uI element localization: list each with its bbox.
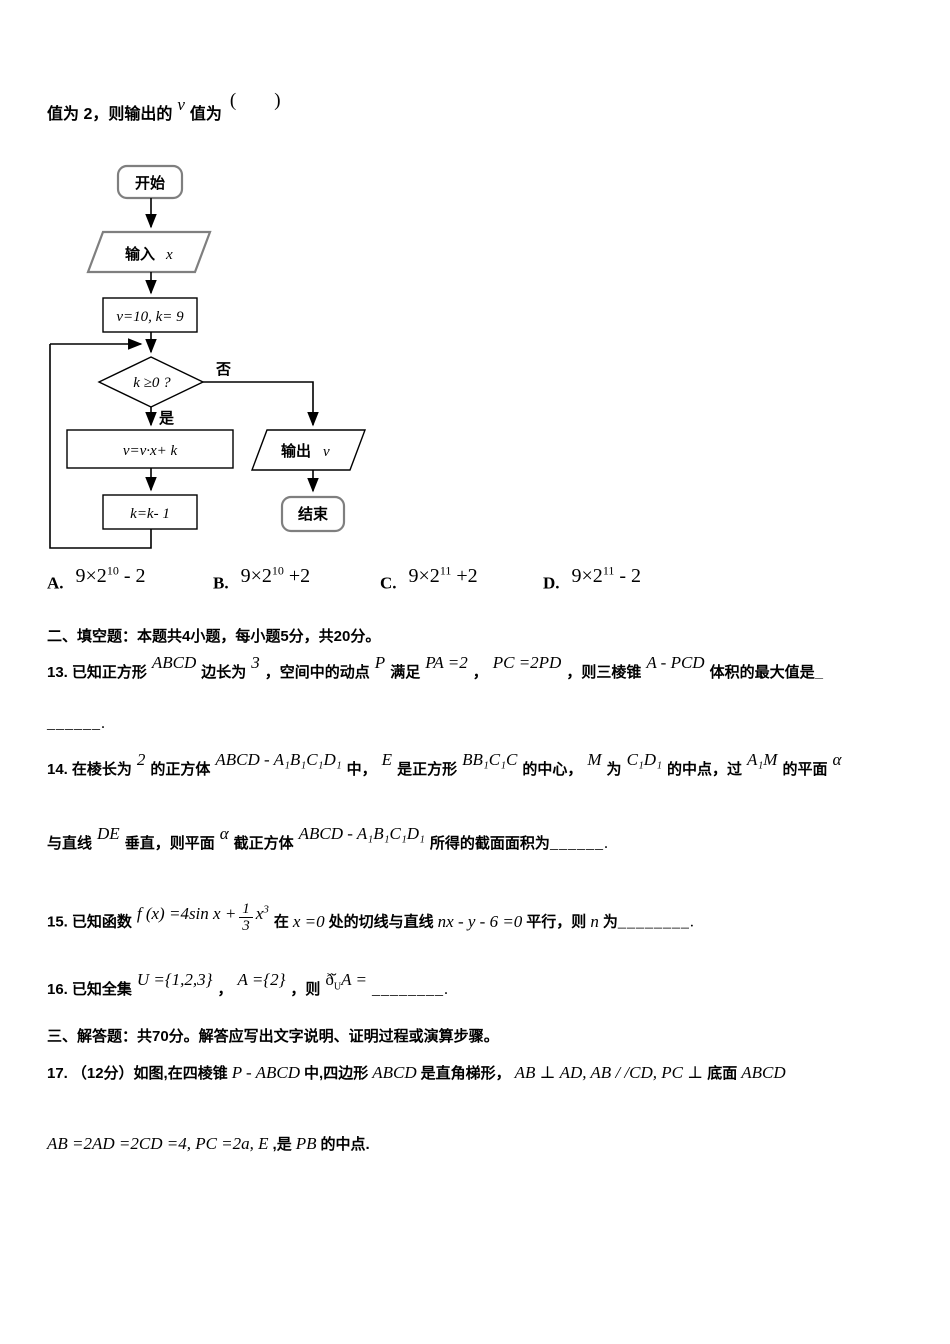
section-fill-heading: 二、填空题：本题共4小题，每小题5分，共20分。 <box>47 628 381 645</box>
stem-text-post: 值为 <box>189 106 222 123</box>
input-variable: x <box>165 247 173 263</box>
complement-expression: ð̆UA = <box>325 970 367 993</box>
option-c: C. 9×211 +2 <box>380 563 478 595</box>
question-12-stem: 值为 2，则输出的v值为 ( ) <box>47 90 281 126</box>
option-b-formula: 9×210 +2 <box>240 563 311 587</box>
question-14-line2: 与直线DE垂直，则平面α截正方体ABCD - A₁B₁C₁D₁所得的截面面积为_… <box>47 824 609 852</box>
question-14-line1: 14. 在棱长为2的正方体ABCD - A₁B₁C₁D₁中，E是正方形BB₁C₁… <box>47 750 842 778</box>
q15-number: 15. <box>47 913 68 931</box>
option-a-letter: A. <box>47 573 64 593</box>
formula-base: 9×2 <box>571 564 603 587</box>
formula-base: 9×2 <box>75 564 107 587</box>
answer-brackets: ( ) <box>229 90 281 111</box>
stem-variable: v <box>177 95 185 114</box>
output-node <box>250 429 367 471</box>
formula-tail: +2 <box>283 564 311 587</box>
option-a-formula: 9×210 - 2 <box>75 563 146 587</box>
formula-base: 9×2 <box>408 564 440 587</box>
q16-number: 16. <box>47 981 68 998</box>
question-16: 16. 已知全集U ={1,2,3}，A ={2}，则ð̆UA =_______… <box>47 970 449 998</box>
start-node <box>116 164 184 200</box>
no-branch-label: 否 <box>215 361 231 378</box>
option-b-letter: B. <box>213 573 229 593</box>
formula-base: 9×2 <box>240 564 272 587</box>
init-label: v=10, k= 9 <box>116 309 184 325</box>
formula-tail: - 2 <box>118 564 146 587</box>
loop-line <box>49 344 152 549</box>
formula-exponent: 11 <box>439 563 452 577</box>
stem-text-pre: 值为 2，则输出的 <box>47 106 173 123</box>
output-label: 输出 <box>281 442 311 460</box>
q13-number: 13. <box>47 664 68 681</box>
option-d: D. 9×211 - 2 <box>543 563 641 595</box>
option-d-letter: D. <box>543 573 560 593</box>
end-label: 结束 <box>298 505 329 523</box>
question-13: 13. 已知正方形ABCD边长为3，空间中的动点P满足PA =2，PC =2PD… <box>47 653 823 681</box>
end-node <box>280 495 346 533</box>
complement-subscript: U <box>333 981 342 993</box>
start-label: 开始 <box>135 174 165 192</box>
assign-node <box>66 429 234 469</box>
formula-exponent: 10 <box>106 563 119 577</box>
question-13-blank: ______. <box>47 715 106 732</box>
option-a: A. 9×210 - 2 <box>47 563 145 595</box>
input-label: 输入 <box>125 245 155 263</box>
decrement-label: k=k- 1 <box>130 506 170 522</box>
yes-branch-label: 是 <box>158 410 175 427</box>
option-c-letter: C. <box>380 573 397 593</box>
option-c-formula: 9×211 +2 <box>408 563 478 587</box>
flowchart-diagram: 开始 输入 x v=10, k= 9 k ≥0 ? 否 是 v=v·x+ k k… <box>49 164 367 549</box>
q14-number: 14. <box>47 761 68 778</box>
condition-label: k ≥0 ? <box>133 375 171 391</box>
no-branch-line <box>203 381 319 427</box>
section-solve-heading: 三、解答题：共70分。解答应写出文字说明、证明过程或演算步骤。 <box>47 1028 499 1045</box>
init-node <box>102 297 198 333</box>
formula-tail: - 2 <box>614 564 642 587</box>
output-variable: v <box>323 444 330 460</box>
complement-glyph: ð̆ <box>325 970 334 989</box>
q17-number: 17. <box>47 1065 68 1082</box>
formula-exponent: 10 <box>271 563 284 577</box>
formula-tail: +2 <box>451 564 478 587</box>
option-b: B. 9×210 +2 <box>213 563 310 595</box>
formula-exponent: 11 <box>602 563 615 577</box>
decrement-node <box>102 494 198 530</box>
assign-label: v=v·x+ k <box>123 443 178 459</box>
option-d-formula: 9×211 - 2 <box>571 563 642 587</box>
input-node <box>86 230 212 274</box>
